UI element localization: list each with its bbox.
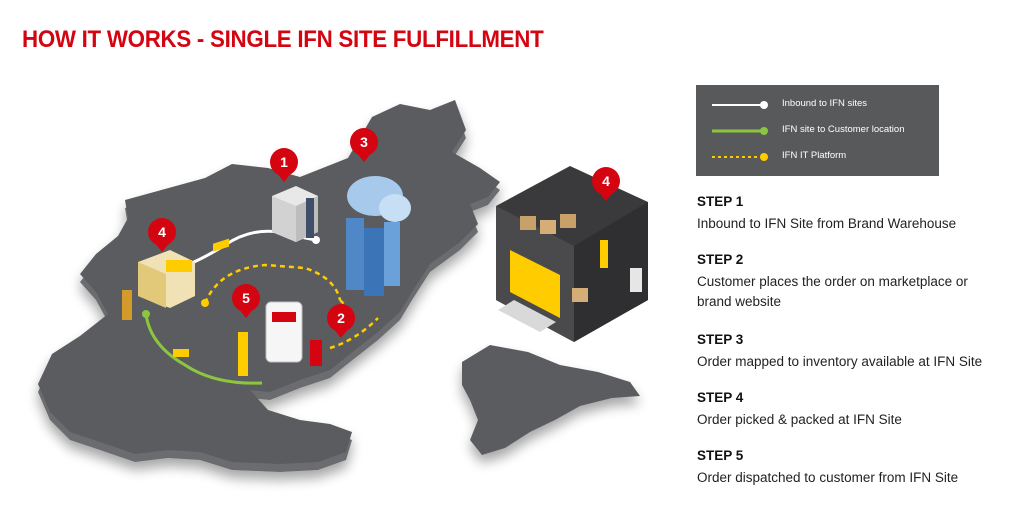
ifn-site-storefront [122, 250, 195, 320]
step-item-3: STEP 3 Order mapped to inventory availab… [697, 331, 1017, 372]
mobile-shop-icon [238, 301, 322, 376]
step-item-2: STEP 2 Customer places the order on mark… [697, 251, 1017, 312]
legend-label-inbound: Inbound to IFN sites [782, 98, 868, 109]
step-description: Order dispatched to customer from IFN Si… [697, 470, 959, 485]
marker-label-4-right: 4 [602, 173, 610, 189]
step-title: STEP 2 [697, 252, 744, 267]
warehouse-interior [496, 166, 648, 342]
it-platform-route-line [203, 263, 379, 350]
page-title: HOW IT WORKS - SINGLE IFN SITE FULFILLME… [22, 26, 544, 53]
fulfillment-map-illustration: 1 2 3 4 4 5 [38, 100, 648, 472]
legend-label-customer: IFN site to Customer location [782, 124, 905, 135]
cloud-server-icon [346, 176, 411, 296]
marker-label-1: 1 [280, 154, 288, 170]
step-description: Order mapped to inventory available at I… [697, 354, 983, 369]
legend-row-it-platform: IFN IT Platform [696, 147, 939, 167]
step-title: STEP 3 [697, 332, 744, 347]
step-marker-4-right: 4 [592, 167, 620, 201]
step-marker-4-left: 4 [148, 218, 176, 252]
dotted-yellow-line-icon [712, 153, 768, 161]
step-title: STEP 1 [697, 194, 744, 209]
step-item-1: STEP 1 Inbound to IFN Site from Brand Wa… [697, 193, 1017, 234]
step-description: Order picked & packed at IFN Site [697, 412, 902, 427]
step-description: Inbound to IFN Site from Brand Warehouse [697, 216, 957, 231]
step-item-5: STEP 5 Order dispatched to customer from… [697, 447, 1017, 488]
customer-route-line [144, 313, 263, 385]
brand-warehouse-building [272, 186, 318, 242]
step-item-4: STEP 4 Order picked & packed at IFN Site [697, 389, 1017, 430]
step-marker-3: 3 [350, 128, 378, 162]
marker-label-5: 5 [242, 290, 250, 306]
step-marker-2: 2 [327, 304, 355, 338]
solid-green-line-icon [712, 127, 768, 135]
marker-label-4-left: 4 [158, 224, 166, 240]
legend-label-it-platform: IFN IT Platform [782, 150, 847, 161]
route-legend: Inbound to IFN sites IFN site to Custome… [696, 85, 939, 176]
solid-white-line-icon [712, 101, 768, 109]
step-marker-5: 5 [232, 284, 260, 318]
step-description: Customer places the order on marketplace… [697, 274, 968, 309]
step-marker-1: 1 [270, 148, 298, 182]
step-title: STEP 4 [697, 390, 744, 405]
marker-label-3: 3 [360, 134, 368, 150]
step-title: STEP 5 [697, 448, 744, 463]
marker-label-2: 2 [337, 310, 345, 326]
legend-row-customer: IFN site to Customer location [696, 121, 939, 141]
legend-row-inbound: Inbound to IFN sites [696, 95, 939, 115]
